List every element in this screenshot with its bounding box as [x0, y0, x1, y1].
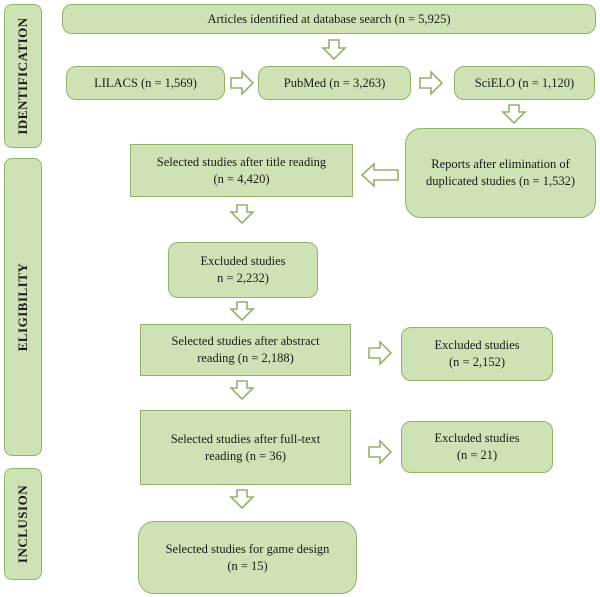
arrow-down-abstract-to-fulltext: [229, 380, 255, 401]
box-excluded-2-line2: (n = 2,152): [449, 355, 505, 369]
box-database-search: Articles identified at database search (…: [62, 4, 596, 34]
arrow-right-abstract-to-excluded: [368, 340, 393, 366]
box-excluded-1-line2: n = 2,232): [217, 271, 269, 285]
stage-eligibility: ELIGIBILITY: [4, 158, 42, 456]
arrow-right-lilacs-to-pubmed: [230, 70, 255, 96]
box-excluded-1: Excluded studies n = 2,232): [168, 242, 318, 298]
box-after-duplicates-line1: Reports after elimination of: [431, 157, 570, 172]
box-title-reading-line1: Selected studies after title reading: [156, 154, 327, 169]
box-fulltext-reading-line2: reading (n = 36): [205, 448, 286, 463]
box-game-design: Selected studies for game design (n = 15…: [138, 521, 357, 594]
arrow-down-scielo-to-reports: [501, 104, 527, 125]
box-title-reading-line2: (n = 4,420): [213, 171, 270, 186]
box-fulltext-reading-line1: Selected studies after full-text: [170, 431, 321, 446]
arrow-right-pubmed-to-scielo: [419, 70, 444, 96]
box-lilacs: LILACS (n = 1,569): [66, 66, 225, 100]
box-excluded-2: Excluded studies (n = 2,152): [401, 327, 553, 381]
box-abstract-reading-line1: Selected studies after abstract: [171, 334, 320, 349]
box-excluded-3-line1: Excluded studies: [434, 431, 520, 446]
box-excluded-3-line2: (n = 21): [456, 448, 498, 462]
box-abstract-reading: Selected studies after abstract reading …: [140, 324, 351, 376]
arrow-down-search-to-pubmed: [321, 39, 347, 61]
arrow-down-fulltext-to-game: [229, 489, 255, 510]
box-game-design-line1: Selected studies for game design: [165, 541, 330, 556]
box-pubmed-text: PubMed (n = 3,263): [283, 75, 386, 90]
box-database-search-text: Articles identified at database search (…: [207, 11, 451, 26]
box-scielo-text: SciELO (n = 1,120): [474, 75, 575, 90]
box-excluded-1-line1: Excluded studies: [200, 254, 286, 269]
box-title-reading: Selected studies after title reading (n …: [130, 144, 353, 197]
arrow-down-title-to-excluded: [229, 204, 255, 225]
box-excluded-3: Excluded studies (n = 21): [401, 421, 553, 473]
arrow-left-reports-to-title: [360, 162, 399, 188]
arrow-down-excluded-to-abstract: [229, 301, 255, 322]
stage-inclusion: INCLUSION: [4, 468, 42, 580]
box-after-duplicates-line2: duplicated studies (n = 1,532): [425, 174, 576, 188]
box-excluded-2-line1: Excluded studies: [434, 338, 520, 353]
stage-identification: IDENTIFICATION: [4, 4, 42, 148]
box-lilacs-text: LILACS (n = 1,569): [94, 75, 197, 90]
box-fulltext-reading: Selected studies after full-text reading…: [140, 410, 351, 485]
box-game-design-line2: (n = 15): [227, 558, 268, 573]
box-scielo: SciELO (n = 1,120): [454, 66, 595, 100]
box-after-duplicates: Reports after elimination of duplicated …: [405, 128, 596, 218]
box-pubmed: PubMed (n = 3,263): [258, 66, 411, 100]
box-abstract-reading-line2: reading (n = 2,188): [197, 351, 294, 365]
arrow-right-fulltext-to-excluded: [368, 439, 393, 465]
